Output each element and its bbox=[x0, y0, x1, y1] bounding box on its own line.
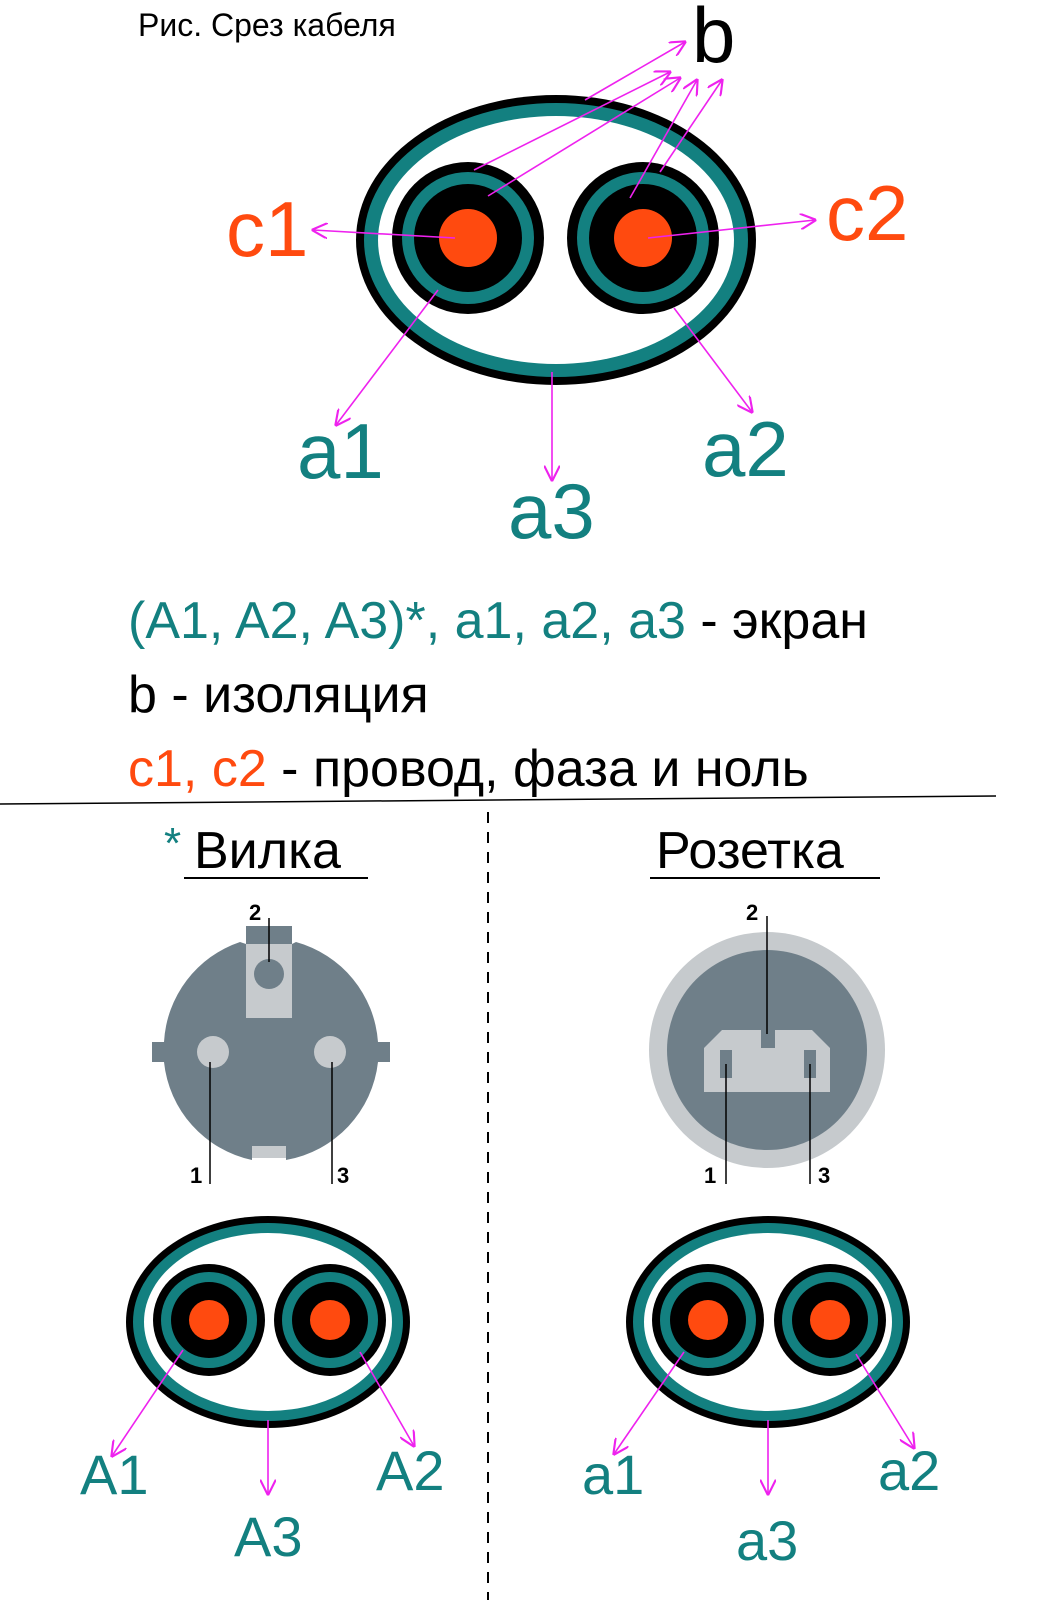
plug-face: 2 1 3 bbox=[152, 900, 390, 1188]
legend: (A1, A2, A3)*, a1, a2, a3 - экран b - из… bbox=[128, 592, 868, 798]
legend-wire-desc: - провод, фаза и ноль bbox=[267, 740, 809, 798]
socket-pin-2 bbox=[761, 1022, 775, 1048]
plug-cable: A1 A3 A2 bbox=[80, 1216, 445, 1568]
legend-shield-names: (A1, A2, A3)*, a1, a2, a3 bbox=[128, 592, 686, 650]
figure-caption: Рис. Срез кабеля bbox=[138, 7, 396, 43]
socket-pin-2-label: 2 bbox=[746, 900, 758, 925]
legend-wire-names: c1, c2 bbox=[128, 740, 267, 798]
legend-shield: (A1, A2, A3)*, a1, a2, a3 - экран bbox=[128, 592, 868, 650]
label-a2: a2 bbox=[702, 405, 789, 493]
label-a3: a3 bbox=[508, 467, 595, 555]
plug-title: Вилка bbox=[194, 822, 341, 880]
plug-label-A1: A1 bbox=[80, 1443, 149, 1506]
legend-shield-desc: - экран bbox=[686, 592, 868, 650]
socket-pin-1-label: 1 bbox=[704, 1163, 716, 1188]
plug-pin-1 bbox=[197, 1036, 229, 1068]
plug-pin-3-label: 3 bbox=[337, 1163, 349, 1188]
label-b: b bbox=[692, 0, 735, 79]
socket-label-a1: a1 bbox=[582, 1443, 644, 1506]
pointer-arrows bbox=[313, 42, 815, 480]
plug-pin-3 bbox=[314, 1036, 346, 1068]
big-cable: b c1 c2 a1 a2 a3 bbox=[226, 0, 908, 555]
plug-label-A3: A3 bbox=[234, 1505, 303, 1568]
conductor-c2 bbox=[614, 209, 672, 267]
socket-title: Розетка bbox=[656, 822, 844, 880]
plug-asterisk: * bbox=[164, 819, 181, 868]
label-c1: c1 bbox=[226, 185, 308, 273]
core-right bbox=[567, 162, 719, 314]
socket-label-a2: a2 bbox=[878, 1439, 940, 1502]
legend-wire: c1, c2 - провод, фаза и ноль bbox=[128, 740, 809, 798]
horizontal-divider bbox=[0, 795, 997, 805]
socket-cable: a1 a3 a2 bbox=[582, 1216, 940, 1572]
socket-pin-3-label: 3 bbox=[818, 1163, 830, 1188]
socket-face: 2 1 3 bbox=[649, 900, 885, 1188]
plug-pin-1-label: 1 bbox=[190, 1163, 202, 1188]
plug-pin-2-label: 2 bbox=[249, 900, 261, 925]
socket-label-a3: a3 bbox=[736, 1509, 798, 1572]
label-a1: a1 bbox=[297, 407, 384, 495]
label-c2: c2 bbox=[826, 169, 908, 257]
legend-insulation: b - изоляция bbox=[128, 666, 429, 724]
plug-label-A2: A2 bbox=[376, 1439, 445, 1502]
core-left bbox=[392, 162, 544, 314]
conductor-c1 bbox=[439, 209, 497, 267]
socket-section: Розетка 2 1 3 bbox=[582, 822, 940, 1572]
plug-section: * Вилка 2 1 3 bbox=[80, 819, 445, 1568]
